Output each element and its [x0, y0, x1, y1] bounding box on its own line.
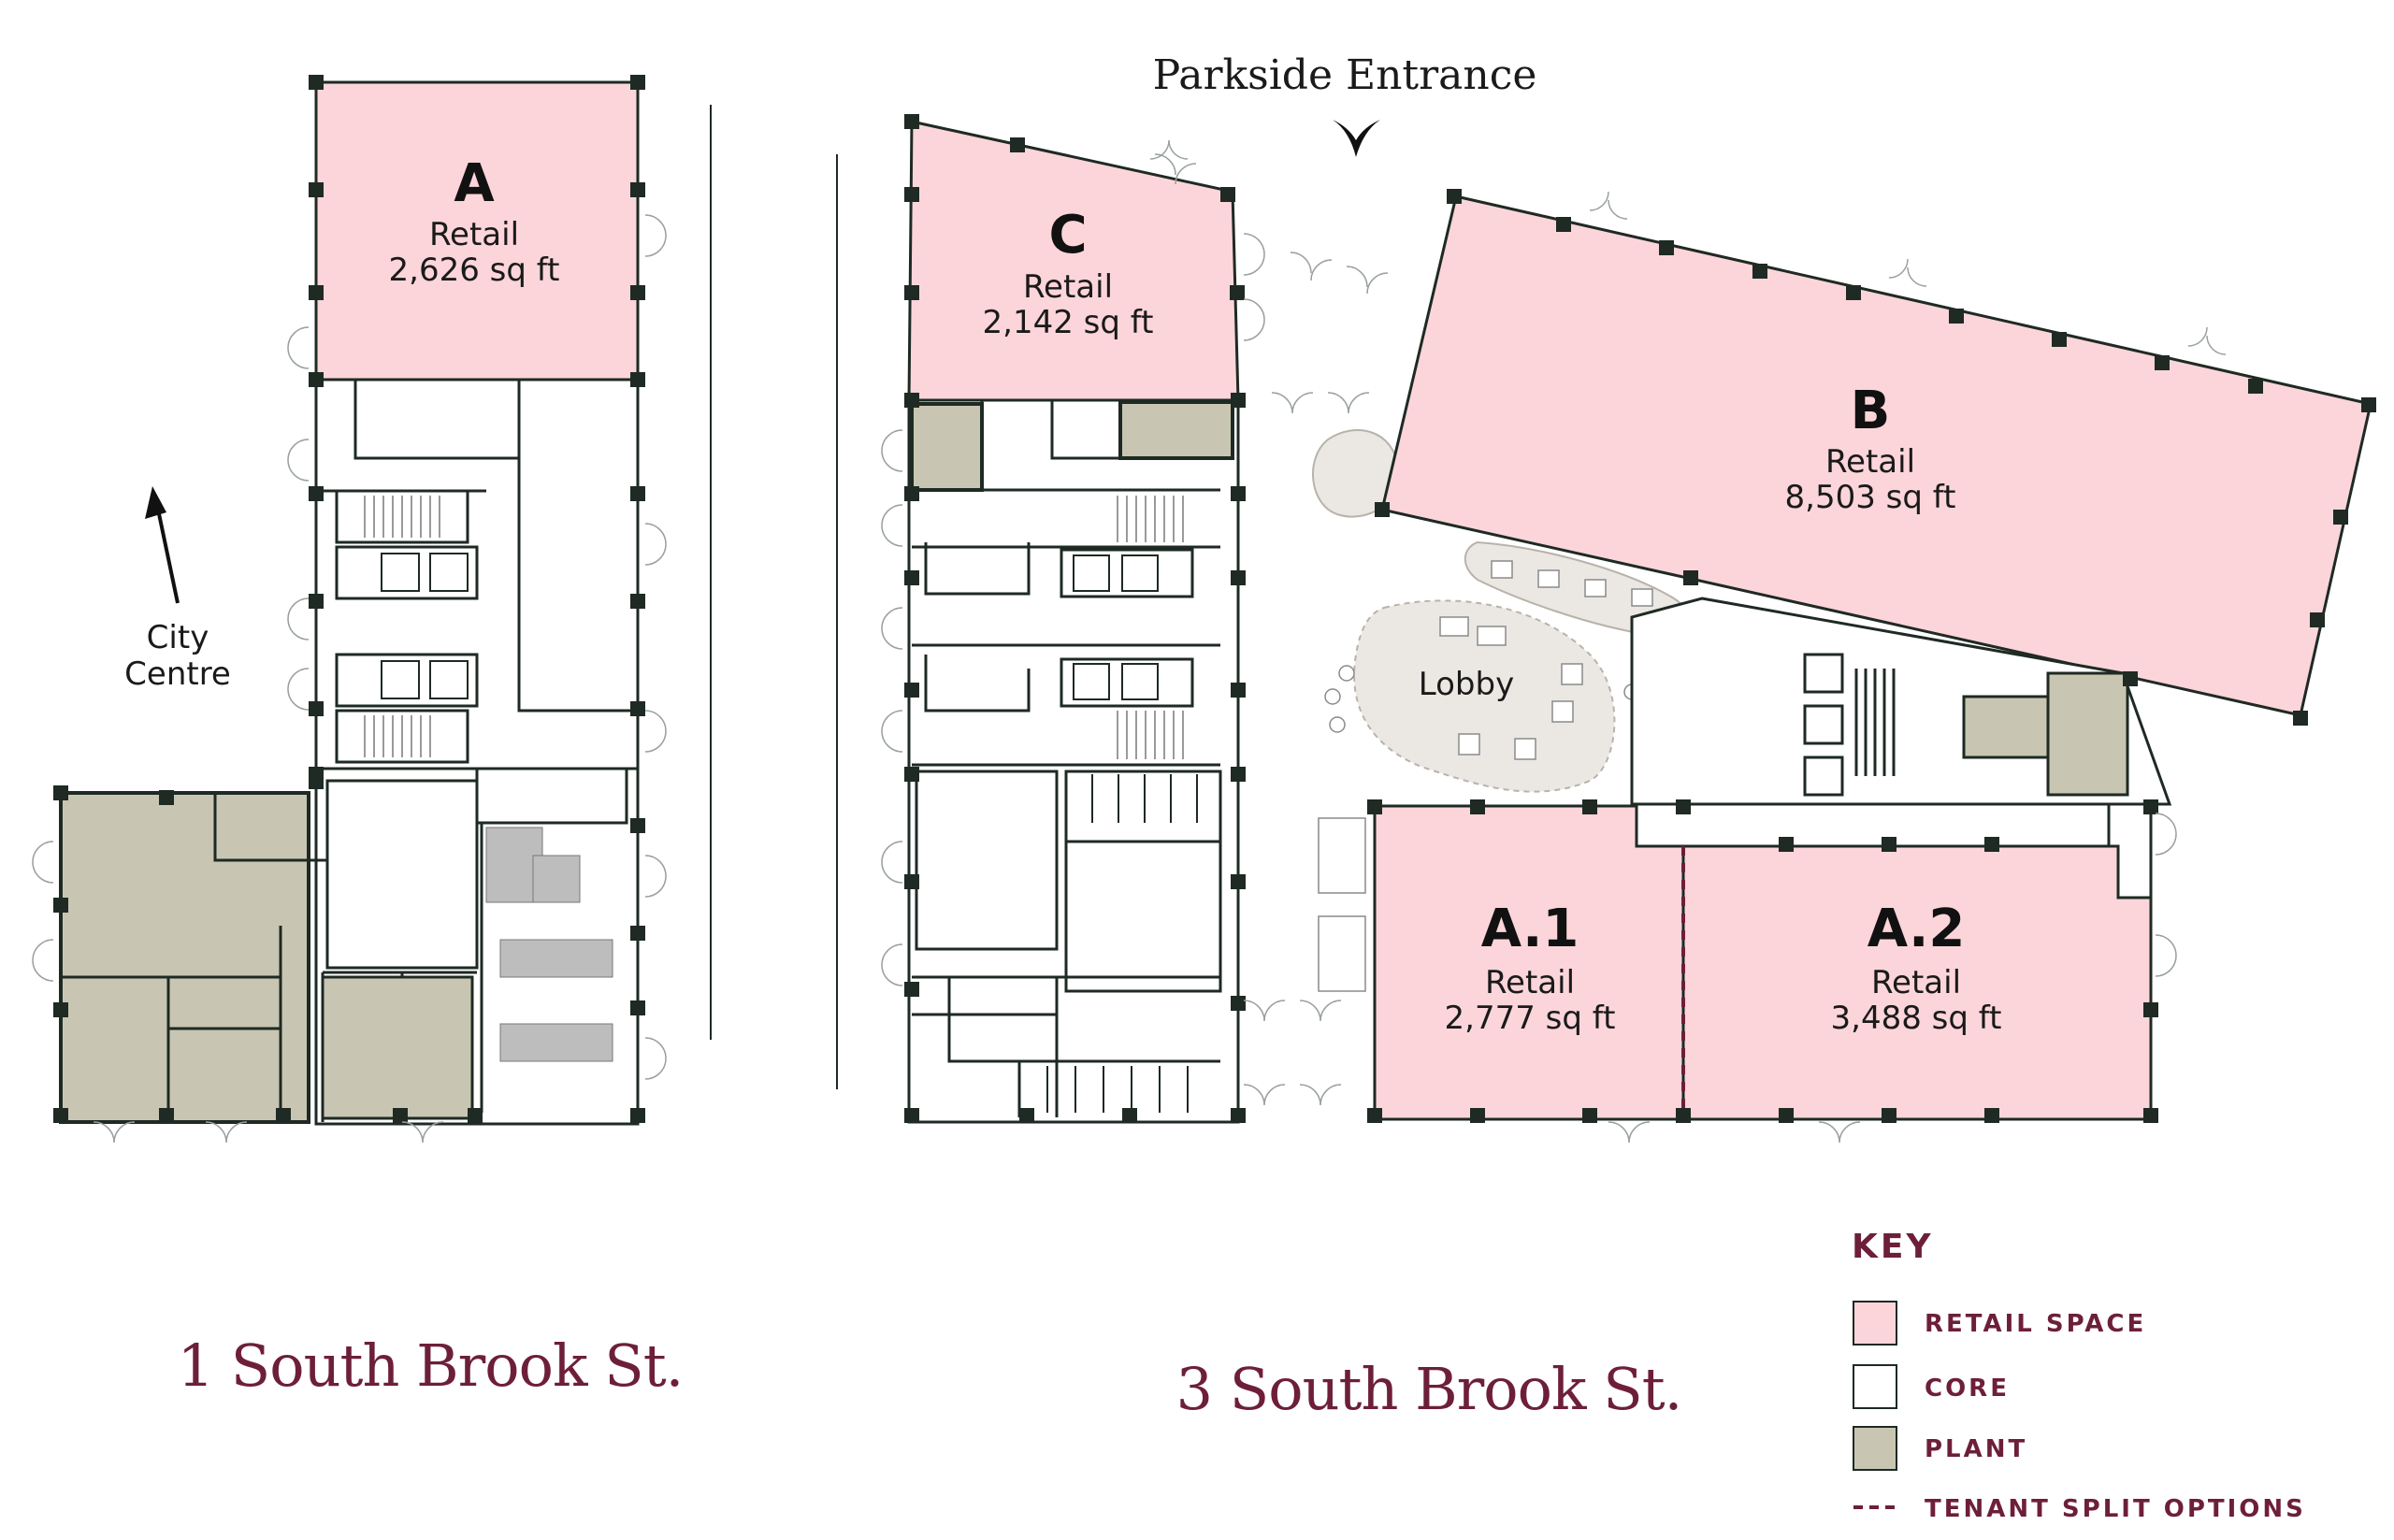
- unit-a-area[interactable]: [314, 80, 640, 381]
- lobby-area: [1353, 599, 1616, 793]
- doors-1: [32, 214, 667, 1144]
- legend-swatch-core: [1853, 1364, 1897, 1409]
- plant-area-3a: [910, 402, 984, 492]
- north-arrow-icon: [145, 486, 180, 604]
- unit-label-c: C Retail 2,142 sq ft: [983, 205, 1154, 341]
- legend-label-retail: RETAIL SPACE: [1925, 1310, 2146, 1338]
- unit-area: 2,777 sq ft: [1445, 1000, 1616, 1037]
- unit-type: Retail: [1023, 268, 1113, 306]
- legend-swatch-retail: [1853, 1301, 1897, 1346]
- unit-label-a: A Retail 2,626 sq ft: [389, 153, 560, 289]
- plant-area-3b: [1118, 400, 1234, 460]
- columns-1: [53, 75, 645, 1123]
- lifts-1: [381, 553, 469, 699]
- unit-type: Retail: [1485, 964, 1575, 1001]
- entrance-label: Parkside Entrance: [1153, 51, 1537, 99]
- lifts-3: [1073, 554, 1159, 700]
- legend-label-split: TENANT SPLIT OPTIONS: [1925, 1495, 2306, 1523]
- unit-letter: B: [1851, 381, 1891, 441]
- plant-area-1b: [321, 975, 474, 1120]
- unit-type: Retail: [1825, 443, 1915, 481]
- unit-a1-area[interactable]: [1373, 804, 1685, 1121]
- chevron-down-arrow-icon: [1333, 120, 1380, 157]
- doors-3: [881, 139, 2227, 1144]
- direction-label-line2: Centre: [124, 655, 231, 693]
- unit-type: Retail: [1871, 964, 1961, 1001]
- unit-label-b: B Retail 8,503 sq ft: [1785, 381, 1956, 516]
- building-3-plan: [836, 114, 2376, 1144]
- legend-label-core: CORE: [1925, 1374, 2010, 1403]
- direction-label-line1: City: [147, 619, 209, 656]
- unit-area: 3,488 sq ft: [1831, 1000, 2002, 1037]
- lobby-furniture: [1318, 560, 1654, 992]
- legend: KEY RETAIL SPACE CORE PLANT TENANT SPLIT…: [1852, 1228, 2306, 1523]
- bike-racks: [485, 827, 613, 1062]
- unit-label-a2: A.2 Retail 3,488 sq ft: [1831, 899, 2002, 1037]
- unit-letter: C: [1048, 205, 1087, 266]
- stairs-3: [1117, 496, 1184, 759]
- core-east-walls: [1639, 653, 1896, 848]
- plant-area-3d: [2046, 671, 2129, 797]
- unit-letter: A: [454, 153, 495, 214]
- unit-type: Retail: [429, 216, 519, 253]
- plant-area-3c: [1962, 695, 2059, 759]
- plant-walls-1: [61, 779, 479, 1122]
- legend-swatch-plant: [1853, 1426, 1897, 1471]
- legend-title: KEY: [1852, 1228, 1934, 1266]
- building-label-1: 1 South Brook St.: [178, 1331, 684, 1400]
- core-walls-3: [912, 400, 1222, 1117]
- unit-label-a1: A.1 Retail 2,777 sq ft: [1445, 899, 1616, 1037]
- unit-area: 2,626 sq ft: [389, 252, 560, 289]
- unit-letter: A.1: [1481, 899, 1579, 959]
- plant-area-1: [59, 791, 310, 1124]
- unit-area: 8,503 sq ft: [1785, 479, 1956, 516]
- unit-a2-area[interactable]: [1681, 802, 2153, 1121]
- wc-stalls: [1018, 774, 1198, 1113]
- core-walls-1: [316, 380, 638, 1113]
- stairs-1: [364, 496, 440, 757]
- building-label-3: 3 South Brook St.: [1176, 1355, 1682, 1423]
- unit-letter: A.2: [1868, 899, 1966, 959]
- building-1-plan: [32, 75, 712, 1144]
- columns-3: [904, 114, 2376, 1123]
- legend-label-plant: PLANT: [1925, 1435, 2027, 1463]
- lobby-label: Lobby: [1419, 666, 1514, 703]
- unit-area: 2,142 sq ft: [983, 304, 1154, 341]
